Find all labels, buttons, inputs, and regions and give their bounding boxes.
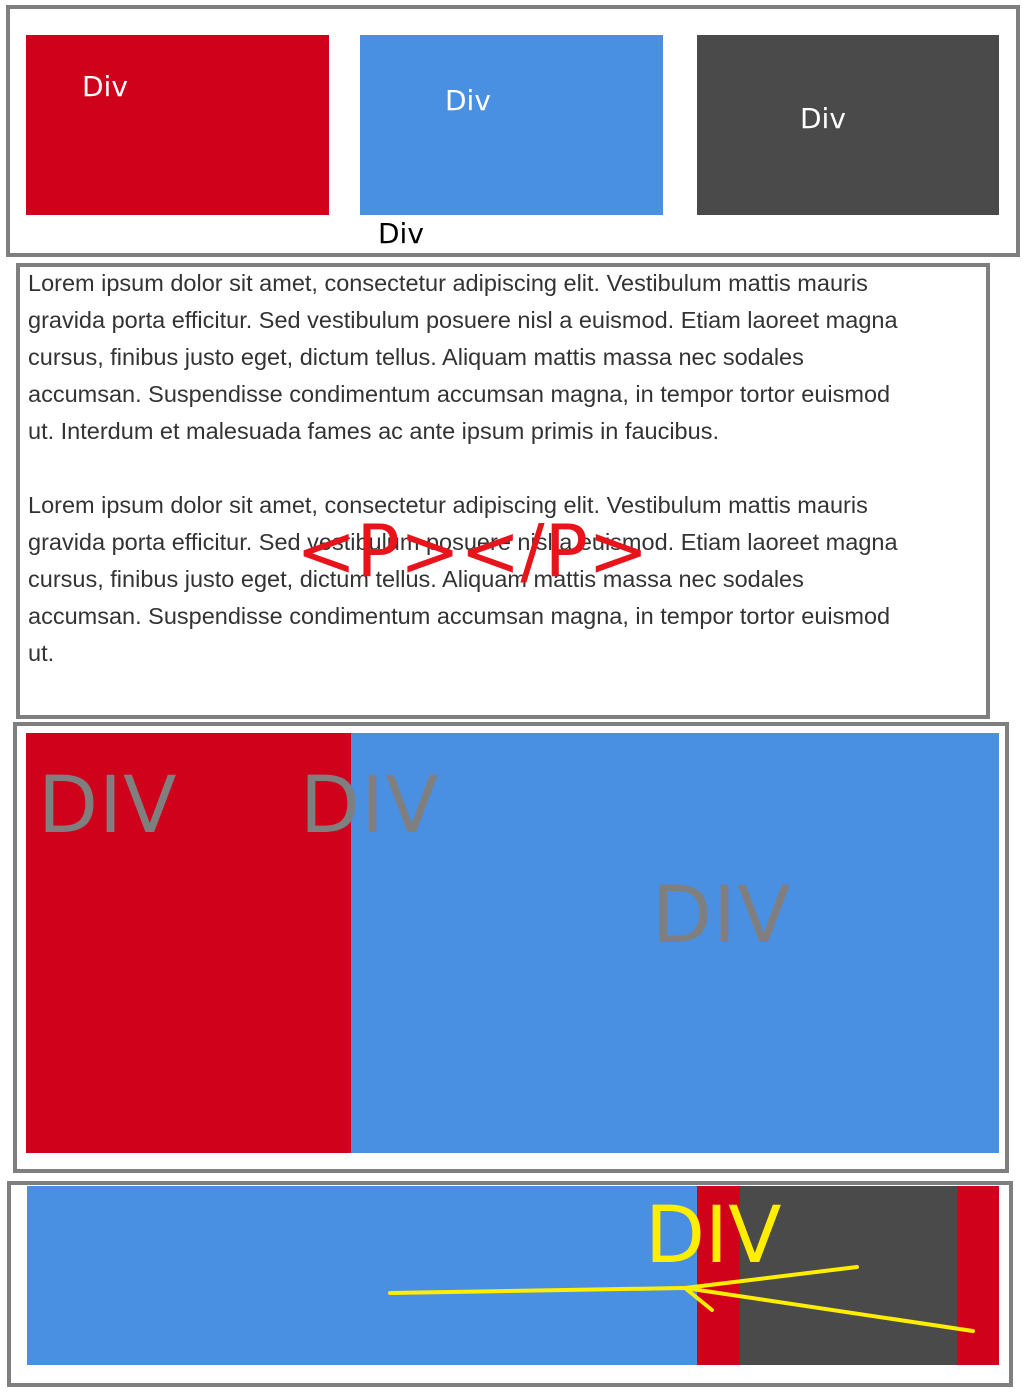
section4-main-box	[27, 1186, 697, 1365]
section1-blue-box: Div	[360, 35, 663, 215]
section1-dark-box: Div	[697, 35, 999, 215]
paragraph-line: ut. Interdum et malesuada fames ac ante …	[28, 418, 719, 444]
paragraph-line: accumsan. Suspendisse condimentum accums…	[28, 603, 891, 629]
paragraph-line: gravida porta efficitur. Sed vestibulum …	[28, 307, 898, 333]
paragraph-1: Lorem ipsum dolor sit amet, consectetur …	[28, 265, 898, 450]
section3-label-middle: DIV	[300, 761, 440, 851]
section3-label-left: DIV	[38, 761, 178, 851]
section3-label-right: DIV	[652, 871, 792, 961]
section3-right-box	[351, 733, 999, 1153]
paragraph-line: gravida porta efficitur. Sed vestibulum …	[28, 529, 898, 555]
paragraph-line: Lorem ipsum dolor sit amet, consectetur …	[28, 270, 868, 296]
section4-container	[7, 1181, 1013, 1387]
section1-container-label: Div	[378, 217, 424, 250]
section1-container	[6, 5, 1020, 257]
p-tag-annotation: <P></P>	[296, 509, 649, 593]
section1-red-box: Div	[26, 35, 329, 215]
paragraph-line: cursus, finibus justo eget, dictum tellu…	[28, 566, 804, 592]
dark-box-label: Div	[800, 102, 846, 135]
paragraph-line: cursus, finibus justo eget, dictum tellu…	[28, 344, 804, 370]
section4-label: DIV	[645, 1191, 782, 1281]
red-box-label: Div	[82, 70, 128, 103]
section3-container	[13, 722, 1009, 1173]
paragraph-line: Lorem ipsum dolor sit amet, consectetur …	[28, 492, 868, 518]
section3-left-box	[26, 733, 351, 1153]
paragraph-2: Lorem ipsum dolor sit amet, consectetur …	[28, 487, 898, 672]
section4-red-edge	[957, 1186, 999, 1365]
paragraph-line: accumsan. Suspendisse condimentum accums…	[28, 381, 891, 407]
section2-container	[16, 263, 990, 719]
paragraph-line: ut.	[28, 640, 55, 666]
blue-box-label: Div	[445, 84, 491, 117]
